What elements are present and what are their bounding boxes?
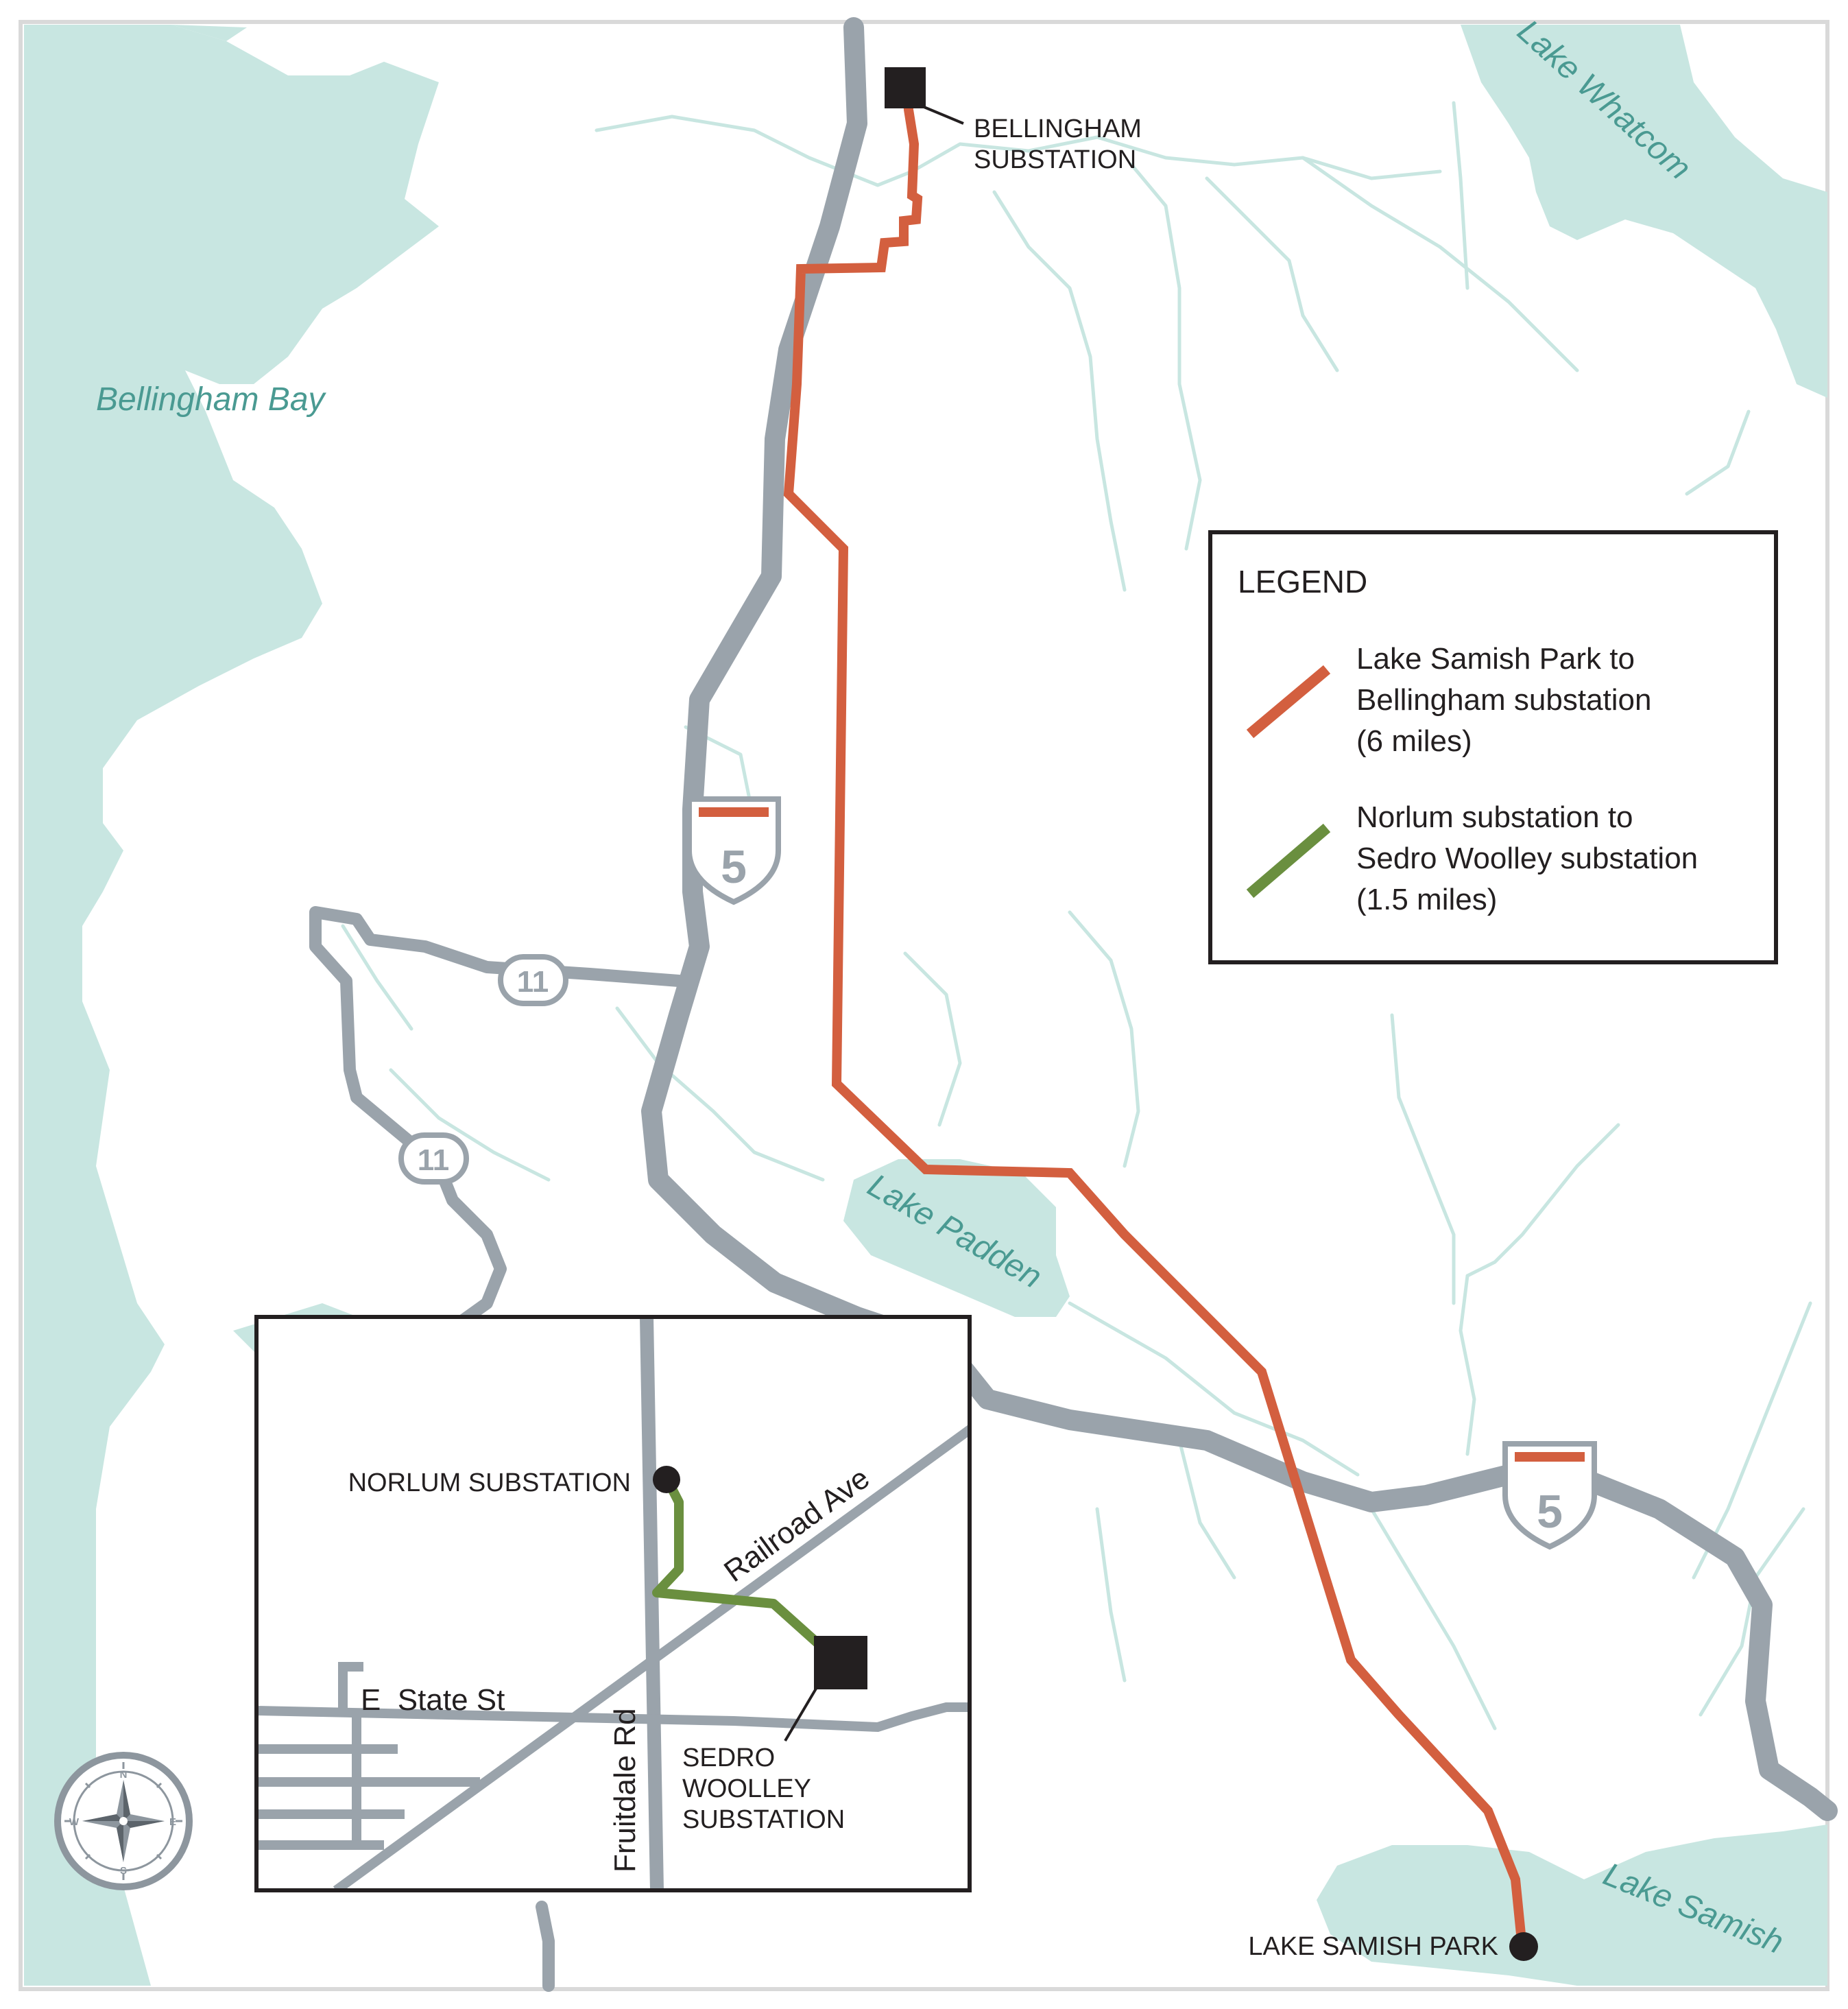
sr11-shield-north: 11	[498, 954, 568, 1006]
norlum-substation-label: NORLUM SUBSTATION	[348, 1469, 631, 1497]
sedro-woolley-substation-marker	[814, 1636, 867, 1689]
sr11-shield-number: 11	[418, 1143, 450, 1177]
sedro-woolley-label: WOOLLEY	[682, 1774, 811, 1803]
legend-item-label: Sedro Woolley substation	[1356, 842, 1698, 875]
legend-item-label: Lake Samish Park to	[1356, 642, 1635, 676]
fruitdale-rd-label: Fruitdale Rd	[608, 1708, 642, 1873]
railroad-ave	[333, 1425, 968, 1888]
bellingham-substation-marker	[885, 67, 926, 108]
legend-item-label: Bellingham substation	[1356, 683, 1651, 717]
compass-north-label: N	[120, 1769, 128, 1781]
compass-east-label: E	[169, 1816, 176, 1828]
i5-shield-number: 5	[1537, 1486, 1563, 1538]
bellingham-substation-label: SUBSTATION	[974, 145, 1136, 174]
bellingham-substation-label: BELLINGHAM	[974, 115, 1142, 143]
legend-title: LEGEND	[1238, 564, 1367, 599]
lake-padden	[843, 1159, 1070, 1317]
route-norlum-to-sedro-woolley	[652, 1475, 823, 1649]
legend-item-label: Norlum substation to	[1356, 800, 1633, 834]
bellingham-bay	[24, 25, 439, 1986]
sedro-woolley-label: SUBSTATION	[682, 1805, 845, 1834]
sr11-shield-south: 11	[398, 1132, 469, 1185]
sr11-shield-number: 11	[517, 965, 549, 999]
compass-rose-icon: N S E W	[54, 1752, 193, 1890]
legend-swatch-green	[1246, 823, 1331, 899]
compass-west-label: W	[69, 1816, 80, 1828]
legend: LEGEND Lake Samish Park to Bellingham su…	[1208, 530, 1778, 964]
compass-south-label: S	[120, 1865, 127, 1877]
lake-samish	[1317, 1824, 1827, 1986]
south-road	[536, 1901, 555, 1992]
harbor-area	[171, 25, 247, 41]
lake-whatcom	[1461, 25, 1827, 398]
sedro-woolley-label: SEDRO	[682, 1744, 775, 1772]
legend-item-label: (6 miles)	[1356, 724, 1472, 758]
legend-swatch-red	[1246, 665, 1331, 739]
i5-shield-number: 5	[721, 841, 747, 893]
legend-item-label: (1.5 miles)	[1356, 883, 1497, 916]
lake-samish-park-marker	[1509, 1932, 1538, 1961]
i5-shield-north: 5	[686, 796, 781, 905]
water-bodies	[24, 25, 1827, 1986]
i5-shield-south: 5	[1502, 1441, 1597, 1550]
fruitdale-rd	[640, 1319, 664, 1888]
e-state-st	[259, 1702, 968, 1733]
route-lake-samish-to-bellingham	[783, 88, 1527, 1949]
lake-samish-park-label: LAKE SAMISH PARK	[1248, 1932, 1498, 1961]
streams	[341, 101, 1812, 1731]
e-state-st-label: E State St	[361, 1683, 505, 1717]
norlum-substation-marker	[653, 1466, 680, 1493]
inset-map: NORLUM SUBSTATION SEDRO WOOLLEY SUBSTATI…	[254, 1315, 972, 1892]
bellingham-bay-label: Bellingham Bay	[96, 381, 327, 418]
sr11-road	[309, 906, 685, 1364]
